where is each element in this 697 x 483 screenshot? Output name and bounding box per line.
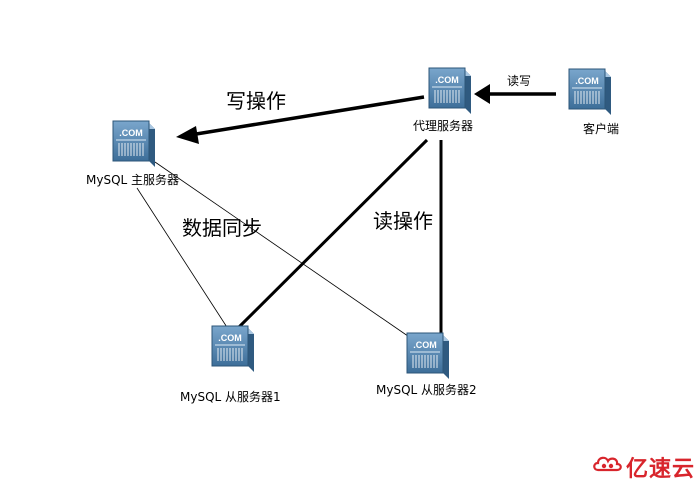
sync-line-slave2 — [154, 161, 419, 344]
watermark-text: 亿速云 — [626, 457, 696, 482]
proxy-label: 代理服务器 — [413, 119, 474, 133]
slave2-badge: .COM — [413, 340, 437, 350]
write-op-label: 写操作 — [226, 89, 286, 113]
slave2-label: MySQL 从服务器2 — [376, 383, 477, 397]
read-op-label: 读操作 — [373, 209, 433, 233]
client-arrowhead — [474, 84, 490, 104]
read-line-slave1 — [236, 138, 429, 330]
slave1-badge: .COM — [218, 333, 242, 343]
data-sync-label: 数据同步 — [182, 216, 262, 240]
cloud-logo-icon — [592, 452, 622, 476]
write-arrowhead — [176, 126, 199, 144]
master-label: MySQL 主服务器 — [86, 173, 180, 187]
client-badge: .COM — [575, 76, 599, 86]
write-arrow — [189, 95, 425, 137]
proxy-badge: .COM — [435, 75, 459, 85]
client-label: 客户端 — [583, 122, 620, 136]
master-badge: .COM — [119, 128, 143, 138]
slave1-label: MySQL 从服务器1 — [180, 390, 281, 404]
read-write-label: 读写 — [507, 74, 532, 88]
sync-line-slave1 — [136, 187, 233, 336]
